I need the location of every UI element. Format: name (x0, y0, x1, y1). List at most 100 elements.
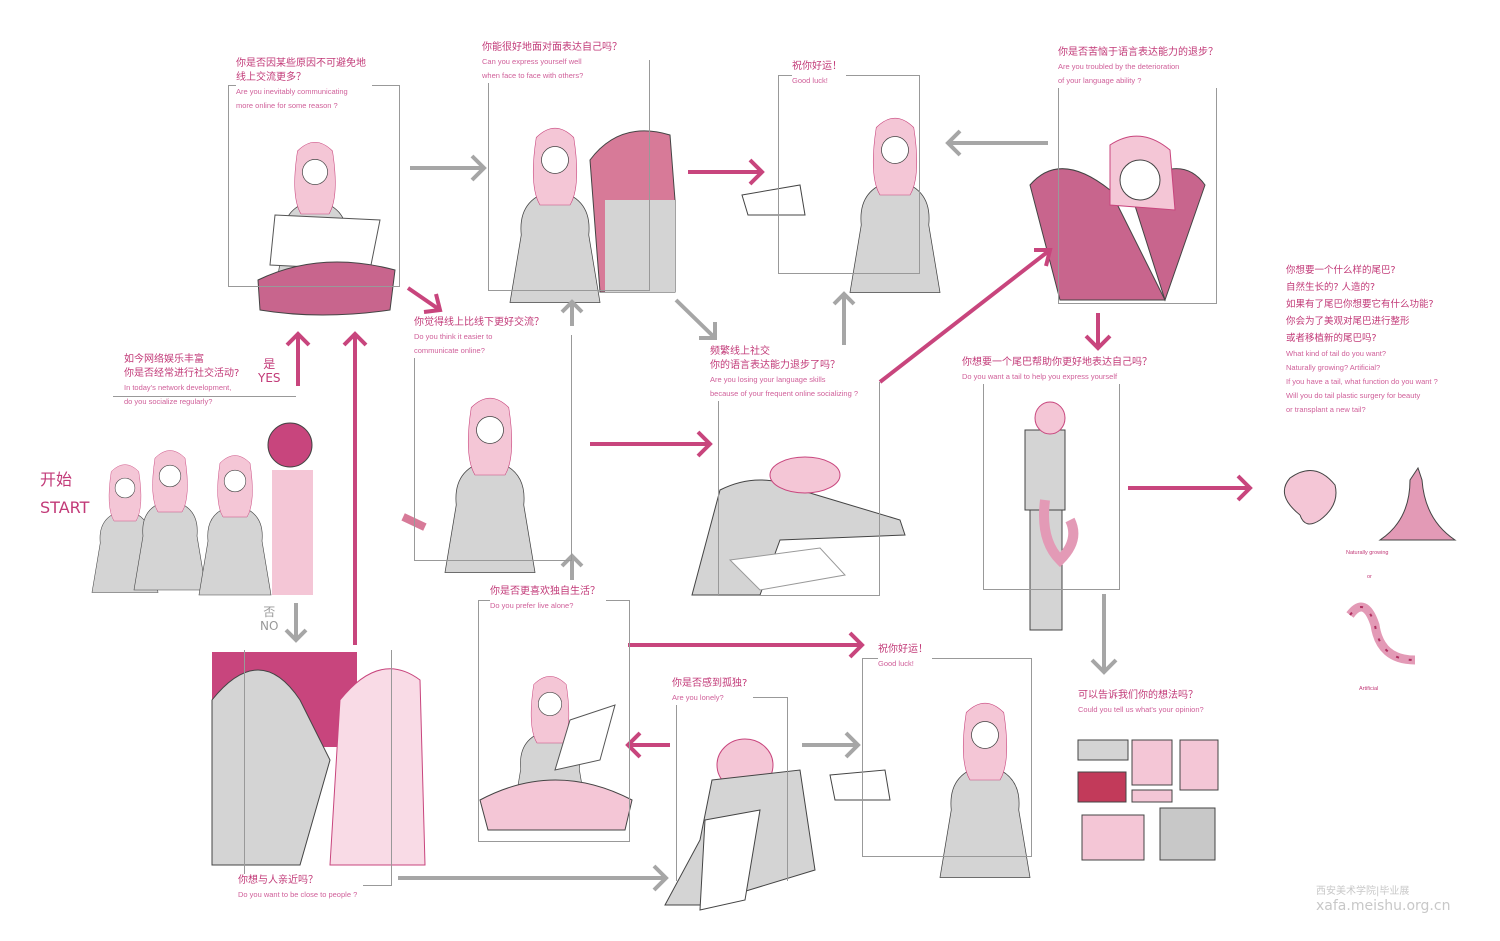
yes-en: YES (258, 371, 281, 385)
arrow-pink (406, 286, 443, 314)
arrow-pink (625, 731, 670, 759)
question-zh: 你的语言表达能力退步了吗？ (710, 360, 840, 371)
frame-easier (414, 335, 572, 561)
question-en: Can you express yourself well (482, 57, 582, 66)
question-online-more: 你是否因某些原因不可避免地 线上交流更多？ Are you inevitably… (236, 57, 372, 113)
question-zh: 你是否感到孤独? (672, 678, 748, 689)
arrow-gray (398, 864, 669, 892)
frame-close (244, 650, 392, 886)
frame-social (113, 396, 296, 397)
tail-question-zh: 你会为了美观对尾巴进行整形 (1286, 316, 1410, 327)
question-en: Do you think it easier to (414, 332, 493, 341)
arrow-gray (802, 731, 861, 759)
illustration-tail-figure (1024, 401, 1079, 631)
question-zh: 如今网络娱乐丰富 (124, 354, 204, 365)
yes-zh: 是 (263, 357, 276, 371)
good-luck-2: 祝你好运！ Good luck! (878, 643, 932, 671)
question-en: Are you losing your language skills (710, 375, 826, 384)
frame-losing (718, 382, 880, 596)
illustration-good-luck-2 (829, 702, 1031, 878)
arrow-pink (590, 430, 713, 458)
question-en: Do you want to be close to people ? (238, 890, 358, 899)
tail-label-or: or (1367, 574, 1372, 580)
question-zh: 祝你好运！ (792, 61, 842, 72)
arrow-pink-yes (285, 331, 311, 386)
question-zh: 你能很好地面对面表达自己吗？ (482, 42, 622, 53)
tail-label-artificial: Artificial (1359, 686, 1379, 692)
question-close: 你想与人亲近吗？ Do you want to be close to peop… (238, 874, 364, 902)
good-luck-1: 祝你好运！ Good luck! (792, 60, 846, 88)
watermark-brand: 西安美术学院|毕业展 (1316, 886, 1410, 897)
question-en: Are you inevitably communicating (236, 87, 348, 96)
question-en: when face to face with others? (482, 71, 584, 80)
question-en: do you socialize regularly? (124, 397, 213, 406)
tail-questions: 你想要一个什么样的尾巴? 自然生长的? 人造的? 如果有了尾巴你想要它有什么功能… (1286, 262, 1438, 417)
frame-luck2 (862, 658, 1032, 857)
arrow-gray (560, 553, 584, 580)
illustration-good-luck-1 (741, 117, 941, 293)
frame-deteriorate (1058, 70, 1217, 304)
arrows (284, 129, 1253, 892)
question-face: 你能很好地面对面表达自己吗？ Can you express yourself … (482, 41, 622, 83)
arrow-pink (628, 631, 865, 659)
question-zh: 你是否更喜欢独自生活？ (490, 586, 600, 597)
illustration-alone (479, 676, 633, 831)
question-social: 如今网络娱乐丰富 你是否经常进行社交活动? In today's network… (124, 353, 239, 409)
question-zh: 可以告诉我们你的想法吗？ (1078, 690, 1198, 701)
watermark-url: xafa.meishu.org.cn (1316, 898, 1451, 914)
illustration-sticky-notes (1077, 739, 1219, 861)
illustration-friends (91, 420, 313, 596)
illustration-tails (1283, 466, 1457, 665)
no-label: 否 NO (260, 605, 278, 633)
arrow-gray (945, 129, 1048, 157)
question-en: communicate online? (414, 346, 485, 355)
start-label: 开始 START (40, 466, 89, 522)
question-zh: 你是否苦恼于语言表达能力的退步？ (1058, 47, 1218, 58)
watermark: 西安美术学院|毕业展 xafa.meishu.org.cn (1316, 884, 1450, 914)
question-zh: 你是否经常进行社交活动? (124, 368, 240, 379)
question-zh: 祝你好运！ (878, 644, 928, 655)
question-zh: 你是否因某些原因不可避免地 (236, 58, 366, 69)
question-lonely: 你是否感到孤独? Are you lonely? (672, 677, 754, 705)
question-en: Good luck! (792, 76, 828, 85)
illustration-face-to-face (509, 127, 676, 303)
start-en: START (40, 498, 90, 517)
tail-label-natural: Naturally growing (1346, 550, 1389, 556)
question-en: Do you want a tail to help you express y… (962, 372, 1118, 381)
frame-alone (478, 600, 630, 842)
question-deteriorate: 你是否苦恼于语言表达能力的退步？ Are you troubled by the… (1058, 46, 1224, 88)
question-en: more online for some reason ? (236, 101, 338, 110)
question-en: because of your frequent online socializ… (710, 389, 859, 398)
tail-question-en: If you have a tail, what function do you… (1286, 377, 1438, 386)
question-tail-help: 你想要一个尾巴帮助你更好地表达自己吗？ Do you want a tail t… (962, 356, 1152, 384)
illustration-lonely (664, 738, 816, 911)
illustration-troubled (1029, 135, 1206, 302)
tail-question-zh: 如果有了尾巴你想要它有什么功能? (1286, 299, 1434, 310)
question-en: Good luck! (878, 659, 914, 668)
tail-question-en: or transplant a new tail? (1286, 405, 1366, 414)
question-losing: 频繁线上社交 你的语言表达能力退步了吗？ Are you losing your… (710, 345, 865, 401)
arrow-pink (1084, 313, 1112, 351)
no-zh: 否 (263, 605, 276, 619)
tail-question-zh: 或者移植新的尾巴吗? (1286, 333, 1377, 344)
frame-tail-help (983, 375, 1120, 590)
arrow-gray (1090, 594, 1118, 675)
arrow-gray (674, 298, 717, 340)
arrow-gray (560, 299, 584, 326)
question-en: Do you prefer live alone? (490, 601, 574, 610)
tail-question-en: What kind of tail do you want? (1286, 349, 1387, 358)
arrow-pink (878, 248, 1053, 384)
arrow-pink (688, 158, 765, 186)
illustration-desk (691, 456, 906, 596)
frame-online-more (228, 85, 400, 287)
frame-luck1 (778, 75, 920, 274)
frame-lonely (676, 697, 788, 881)
yes-label: 是 YES (258, 357, 281, 385)
arrow-pink (1128, 474, 1253, 502)
frame-face (488, 60, 650, 291)
question-alone: 你是否更喜欢独自生活？ Do you prefer live alone? (490, 585, 606, 613)
arrow-gray (410, 154, 487, 182)
arrow-gray-no (284, 603, 308, 643)
question-en: In today's network development, (124, 383, 232, 392)
